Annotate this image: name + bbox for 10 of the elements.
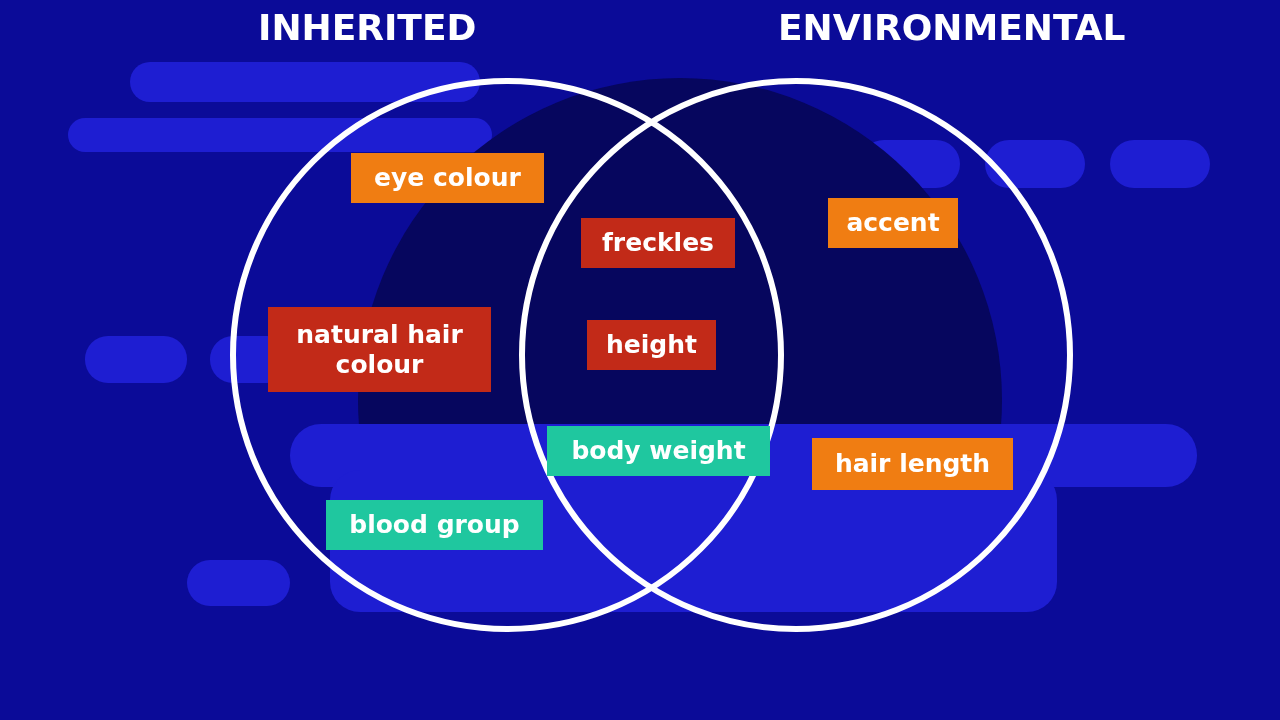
trait-label: body weight (547, 426, 770, 476)
set-heading: ENVIRONMENTAL (778, 6, 1126, 50)
trait-label: height (587, 320, 716, 370)
trait-label: accent (828, 198, 958, 248)
trait-label: eye colour (351, 153, 544, 203)
trait-label: blood group (326, 500, 543, 550)
trait-label: natural hair colour (268, 307, 491, 392)
set-heading: INHERITED (258, 6, 477, 50)
trait-label: freckles (581, 218, 735, 268)
trait-label: hair length (812, 438, 1013, 490)
